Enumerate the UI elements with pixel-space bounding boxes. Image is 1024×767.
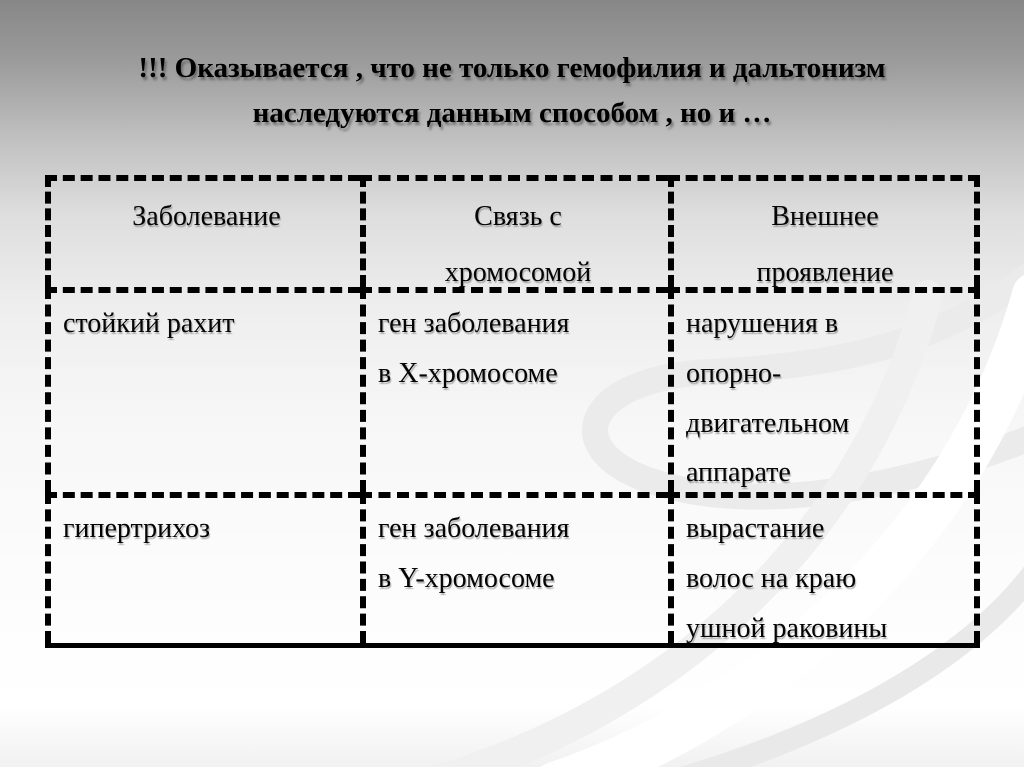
table-cell-row2-manifestation: вырастание волос на краю ушной раковины — [668, 492, 980, 643]
table-header-disease: Заболевание — [45, 175, 360, 287]
table-cell-row1-manifestation: нарушения в опорно- двигательном аппарат… — [668, 287, 980, 492]
table-cell-row1-chromosome: ген заболевания в Х-хромосоме — [360, 287, 668, 492]
table-cell-row2-chromosome: ген заболевания в Y-хромосоме — [360, 492, 668, 643]
diseases-table: Заболевание Связь с хромосомой Внешнее п… — [45, 175, 980, 648]
slide-title: !!! Оказывается , что не только гемофили… — [138, 52, 886, 129]
table-header-chromosome-link: Связь с хромосомой — [360, 175, 668, 287]
table-cell-row2-disease: гипертрихоз — [45, 492, 360, 643]
table-header-external-manifestation: Внешнее проявление — [668, 175, 980, 287]
table-cell-row1-disease: стойкий рахит — [45, 287, 360, 492]
